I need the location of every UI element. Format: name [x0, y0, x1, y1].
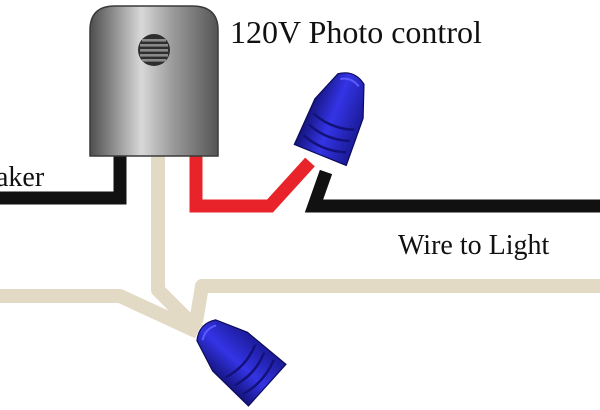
wire-to-light-label: Wire to Light — [398, 230, 550, 261]
photocell — [89, 5, 219, 157]
black-wires — [0, 150, 600, 213]
photo-control-label: 120V Photo control — [230, 14, 482, 50]
photocell-body — [89, 5, 219, 157]
neutral-wire-to-light — [189, 279, 600, 324]
neutral-wire-from-photocell — [151, 150, 203, 335]
black-wire-to-light — [304, 169, 600, 213]
neutral-wires — [0, 150, 600, 339]
breaker-label: aker — [0, 162, 45, 193]
neutral-wire-left — [0, 289, 201, 339]
wire-nut-upper-icon — [293, 72, 365, 167]
red-wire — [189, 150, 315, 213]
black-wire-from-breaker — [0, 150, 127, 205]
wire-nut-lower-icon — [196, 319, 287, 407]
light-sensor-icon — [138, 34, 170, 66]
